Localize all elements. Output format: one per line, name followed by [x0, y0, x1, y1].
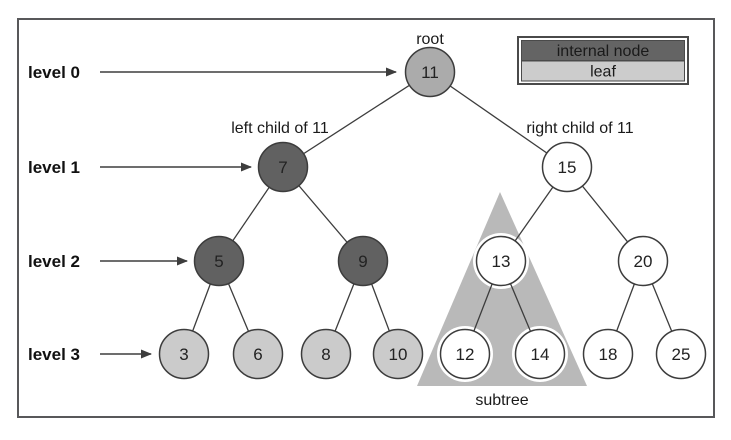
tree-node-18 — [582, 328, 634, 380]
node-value-10: 10 — [389, 345, 408, 364]
node-value-8: 8 — [321, 345, 330, 364]
level-label-0: level 0 — [28, 63, 80, 82]
node-value-12: 12 — [456, 345, 475, 364]
node-value-18: 18 — [599, 345, 618, 364]
node-value-25: 25 — [672, 345, 691, 364]
node-value-14: 14 — [531, 345, 550, 364]
node-value-7: 7 — [278, 158, 287, 177]
tree-node-10 — [372, 328, 424, 380]
legend-label-1: leaf — [590, 64, 616, 81]
tree-node-6 — [232, 328, 284, 380]
tree-node-8 — [300, 328, 352, 380]
node-value-15: 15 — [558, 158, 577, 177]
tree-node-14 — [514, 328, 566, 380]
tree-node-15 — [541, 141, 593, 193]
node-value-9: 9 — [358, 252, 367, 271]
tree-node-12 — [439, 328, 491, 380]
node-value-3: 3 — [179, 345, 188, 364]
tree-node-13 — [475, 235, 527, 287]
left-child-label: left child of 11 — [231, 120, 329, 137]
level-label-2: level 2 — [28, 252, 80, 271]
node-value-5: 5 — [214, 252, 223, 271]
tree-node-20 — [617, 235, 669, 287]
tree-node-7 — [257, 141, 309, 193]
tree-node-25 — [655, 328, 707, 380]
level-label-1: level 1 — [28, 158, 80, 177]
node-value-13: 13 — [492, 252, 511, 271]
node-value-11: 11 — [421, 63, 439, 82]
tree-node-9 — [337, 235, 389, 287]
legend-label-0: internal node — [557, 43, 650, 60]
root-label: root — [416, 31, 444, 48]
right-child-label: right child of 11 — [526, 120, 633, 137]
tree-node-5 — [193, 235, 245, 287]
tree-edge-n11-n15 — [429, 71, 568, 168]
level-label-3: level 3 — [28, 345, 80, 364]
tree-node-3 — [158, 328, 210, 380]
tree-edge-n11-n7 — [282, 71, 431, 168]
subtree-label: subtree — [475, 392, 528, 409]
tree-node-11 — [404, 46, 456, 98]
legend-swatch-1 — [521, 60, 685, 82]
figure-border — [17, 18, 715, 418]
node-value-6: 6 — [253, 345, 262, 364]
node-value-20: 20 — [634, 252, 653, 271]
